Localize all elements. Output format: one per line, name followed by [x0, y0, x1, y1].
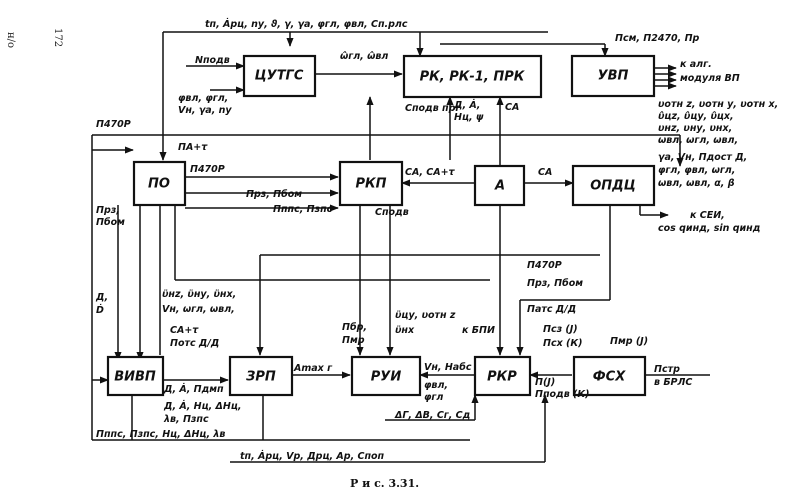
block-rui: РУИ — [350, 355, 422, 397]
label-dg-db: ΔГ, ΔВ, Сг, Сд — [394, 410, 470, 421]
block-rkp: РКП — [338, 160, 404, 207]
page-number: 172 — [52, 28, 63, 47]
label-a-left: Д, — [95, 292, 108, 303]
label-c-a-top: СА — [505, 102, 519, 113]
label-gam-list-2: φгл, φвл, ωгл, — [658, 165, 735, 176]
label-v-mid-1: ϋнz, ϋну, ϋнх, — [162, 289, 236, 300]
block-rk-label: РК, РК-1, ПРК — [420, 70, 526, 85]
block-rkr-label: РКР — [487, 370, 517, 385]
block-opdc: ОПДЦ — [571, 164, 656, 207]
label-v-list-2: υ̂цz, υ̂цу, υ̂цх, — [658, 111, 734, 122]
label-c-a-tau2: СА+τ — [170, 325, 199, 336]
label-phi-gl: φгл — [424, 392, 443, 403]
label-phi-group: φвл, φгл, — [178, 93, 228, 104]
label-c-podv-prg: Сподв прг — [405, 103, 461, 114]
block-uvp-label: УВП — [598, 69, 629, 84]
label-c-a-tau: СА, СА+τ — [405, 167, 456, 178]
label-gam-list-3: ωвл, ωвл, α, β — [658, 178, 735, 189]
block-uvp: УВП — [570, 54, 656, 98]
label-ad-pdeg: Д, Ȧ, Пдмп — [163, 384, 224, 395]
connection-lines — [91, 31, 710, 463]
label-to-module: модуля ВП — [680, 73, 740, 84]
label-a-left2: Ḋ — [96, 305, 104, 316]
label-gam-list-1: γа, Vн, Пдост Д, — [658, 152, 747, 163]
label-a-ad-h: Д, Ȧ, Hц, ΔHц, — [163, 401, 242, 412]
block-rkr: РКР — [473, 355, 532, 397]
label-v-list-4: ωвл, ωгл, ωвл, — [658, 135, 738, 146]
label-vn-nabs: Vн, Набс — [424, 362, 472, 373]
label-p-j-k: П(J) — [535, 377, 555, 388]
block-vivp-label: ВИВП — [114, 370, 156, 385]
label-v-list-1: υотн z, υотн у, υотн x, — [658, 99, 778, 110]
label-cos-sin: cos qинд, sin qинд — [658, 223, 760, 234]
label-p-rz: Прз, — [96, 205, 120, 216]
label-to-brls: в БРЛС — [654, 377, 692, 388]
block-zrp-label: ЗРП — [246, 370, 276, 385]
label-p-cz: Псз (J) — [543, 324, 578, 335]
label-v-list-3: υнz, υну, υнх, — [658, 123, 732, 134]
label-p-cm: Псм, П2470, Пр — [615, 33, 700, 44]
label-p-otc: Потс Д/Д — [170, 338, 219, 349]
figure-caption: Р и с. 3.31. — [350, 477, 419, 490]
label-bottom-2: tп, Ȧрц, Vр, Дрц, Ар, Споп — [240, 451, 385, 462]
label-v-group: Vн, γа, nу — [178, 105, 232, 116]
label-p-bom: Пбом — [96, 217, 125, 228]
label-v-otn: ϋцу, υотн z — [395, 310, 456, 321]
block-rkp-label: РКП — [355, 177, 386, 192]
label-p-pps-pzs: Пппс, Пзпс — [273, 204, 333, 215]
label-lam-b: λв, Пзпс — [163, 414, 209, 425]
label-p-470p-right: П470Р — [527, 260, 562, 271]
label-to-sei: к СЕИ, — [690, 210, 725, 221]
label-to-alg: к алг. — [680, 59, 712, 70]
label-c-podv: Сподв — [375, 207, 409, 218]
margin-mark: н/о — [5, 32, 16, 48]
block-fsh-label: ФСХ — [593, 370, 626, 385]
label-top-bus: tп, Ȧрц, nу, ϑ, γ, γа, φгл, φвл, Сп.рлс — [205, 19, 408, 30]
label-p-470p-po: П470Р — [190, 164, 225, 175]
label-phi-vl: φвл, — [424, 380, 448, 391]
label-c-a-right: СА — [538, 167, 552, 178]
label-p-rz-bom-right: Прз, Пбом — [527, 278, 583, 289]
label-bottom-1: Пппс, Пзпс, Hц, ΔHц, λв — [96, 429, 225, 440]
label-p-br: Пбр, — [342, 322, 367, 333]
label-v-mid-2: Vн, ωгл, ωвл, — [162, 304, 235, 315]
block-cutgs: ЦУТГС — [242, 54, 317, 98]
label-p-a-tau: ПА+τ — [178, 142, 208, 153]
label-p-podv-k: Пподв (К) — [535, 389, 589, 400]
label-p-str: Пстр — [654, 364, 680, 375]
block-rui-label: РУИ — [371, 370, 402, 385]
signal-labels: tп, Ȧрц, nу, ϑ, γ, γа, φгл, φвл, Сп.рлс … — [95, 19, 778, 462]
label-p-mr: Пмр — [342, 335, 365, 346]
block-opdc-label: ОПДЦ — [590, 179, 636, 194]
label-h-psi: Hц, ψ — [454, 112, 484, 123]
label-omega-gl: ω̂гл, ω̂вл — [340, 51, 388, 62]
label-a-amaxg: Аmax г — [293, 363, 333, 374]
block-a-label: А — [494, 179, 505, 194]
label-p-cx: Псх (К) — [543, 338, 582, 349]
label-p-mr-j: Пмр (J) — [610, 336, 648, 347]
label-p-470p-left: П470Р — [96, 119, 131, 130]
label-p-rz-bom-mid: Прз, Пбом — [246, 189, 302, 200]
label-a-ad: Д, Ȧ, — [453, 100, 480, 111]
label-n-podv: Nподв — [195, 55, 230, 66]
block-po: ПО — [132, 160, 187, 207]
label-p-atc-ad: Патс Д/Д — [527, 304, 576, 315]
block-a: А — [473, 164, 526, 207]
block-fsh: ФСХ — [572, 355, 647, 397]
block-po-label: ПО — [148, 177, 170, 192]
block-cutgs-label: ЦУТГС — [255, 69, 304, 84]
block-rk: РК, РК-1, ПРК — [402, 54, 543, 99]
label-v-otn2: ϋнх — [395, 325, 415, 336]
block-vivp: ВИВП — [106, 355, 165, 397]
label-to-bpi: к БПИ — [462, 325, 495, 336]
block-zrp: ЗРП — [228, 355, 294, 397]
